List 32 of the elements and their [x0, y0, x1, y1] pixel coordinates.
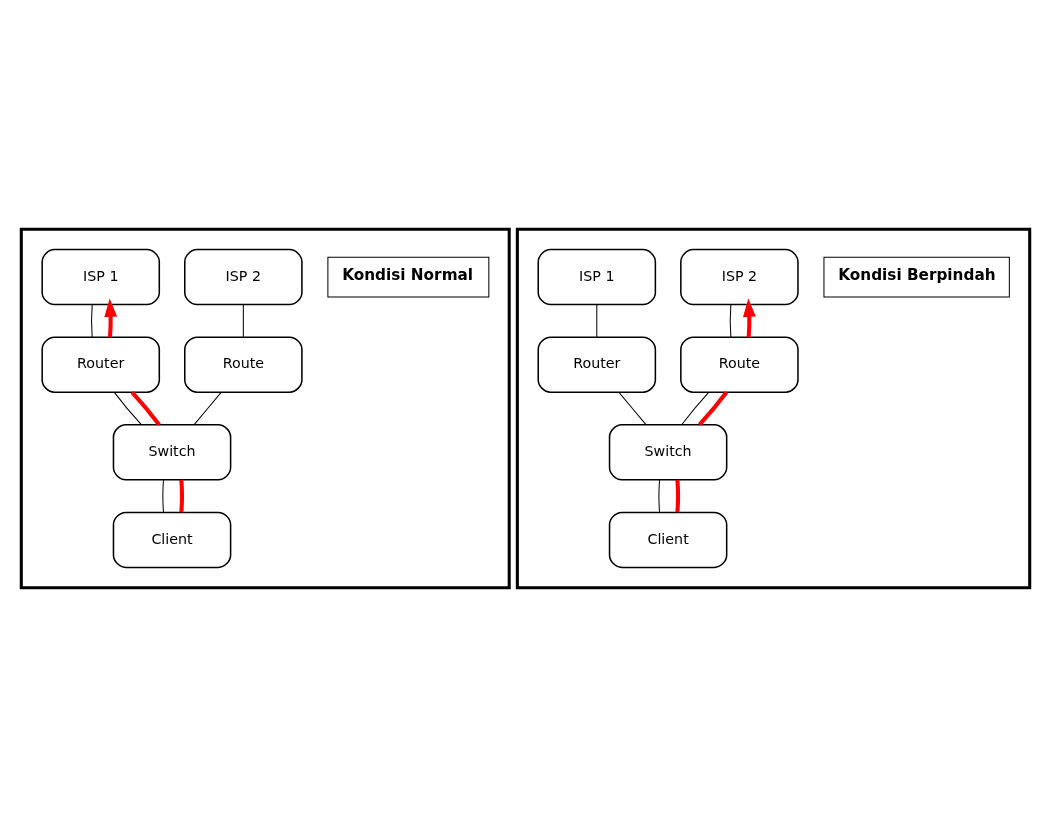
cluster	[515, 227, 1032, 589]
connector	[91, 303, 93, 338]
node-box: ISP 1	[41, 248, 161, 305]
node-box: Route	[680, 335, 799, 393]
connector	[242, 303, 244, 338]
cluster	[19, 227, 511, 589]
node-box: Router	[41, 335, 161, 393]
connector	[179, 479, 184, 512]
node-box: Router	[537, 335, 657, 393]
arrow	[104, 298, 118, 337]
arrow	[742, 298, 756, 337]
connector	[193, 391, 222, 425]
node-box: Route	[184, 335, 303, 393]
connector	[113, 391, 142, 425]
connector	[618, 391, 647, 425]
node-box: ISP 1	[537, 248, 657, 305]
node-box: Switch	[112, 423, 232, 481]
node-box: ISP 2	[184, 248, 303, 305]
node-box: Client	[608, 511, 728, 568]
connector	[729, 303, 732, 338]
node-box: Client	[112, 511, 232, 568]
connector	[130, 390, 161, 426]
connector	[675, 479, 681, 512]
node-box: Switch	[608, 423, 728, 481]
connector	[596, 303, 598, 338]
node-box: Kondisi Berpindah	[823, 256, 1010, 297]
connector	[698, 390, 729, 426]
node-box: Kondisi Normal	[327, 256, 490, 297]
connector	[658, 478, 661, 513]
node-box: ISP 2	[680, 248, 799, 305]
connector	[681, 391, 710, 425]
connector	[162, 478, 164, 513]
